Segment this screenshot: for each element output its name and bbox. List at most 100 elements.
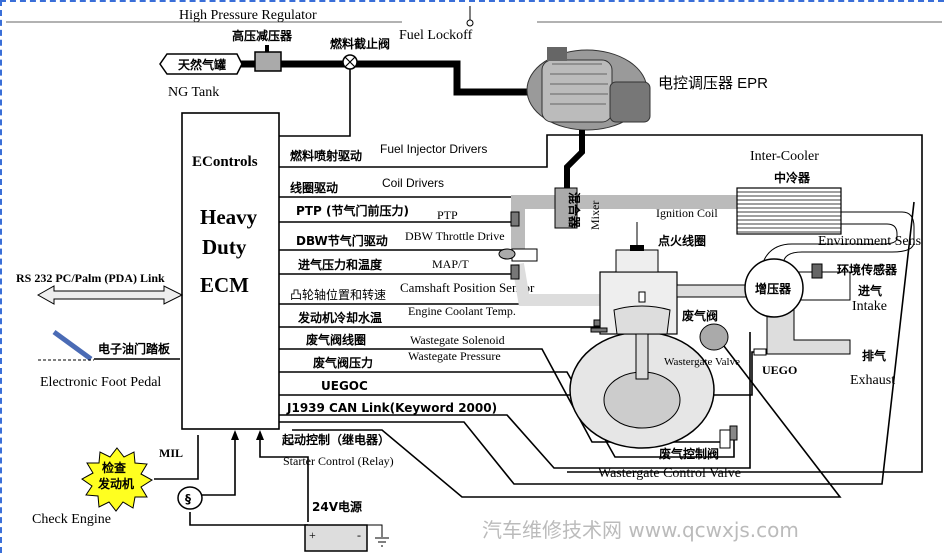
ecm-box <box>181 112 280 430</box>
throttle-motor-icon <box>498 248 516 260</box>
check-engine-cn-1: 检查 <box>102 460 127 475</box>
arrow-up-icon <box>256 430 264 440</box>
mil-wire <box>154 435 199 480</box>
check-engine-icon <box>81 447 153 512</box>
wastegate-cn-label: 废气阀 <box>682 308 718 323</box>
epr-label: 电控调压器 EPR <box>658 75 768 92</box>
signal-cn-label: UEGOC <box>321 379 368 393</box>
engine-icon <box>569 222 715 449</box>
battery-icon <box>304 524 368 552</box>
battery-minus: - <box>357 528 361 542</box>
key-switch-icon <box>177 486 203 510</box>
signal-cn-label: 废气阀压力 <box>313 355 373 370</box>
mixer-cn-label: 混合器 <box>567 192 582 229</box>
signal-cn-label: 废气阀线圈 <box>306 332 366 347</box>
exhaust-manifold <box>676 284 748 298</box>
ptp-sensor-icon <box>510 211 520 227</box>
map-sensor-icon <box>510 264 520 280</box>
rs232-arrow-icon <box>36 285 184 305</box>
wg-control-valve-icon <box>719 429 731 449</box>
signal-en-label: Coil Drivers <box>382 176 444 190</box>
uego-label: UEGO <box>762 363 797 377</box>
regulator-icon <box>254 51 282 72</box>
signal-en-label: Engine Coolant Temp. <box>408 304 516 318</box>
ground-icon <box>375 537 389 547</box>
watermark: 汽车维修技术网 www.qcwxjs.com <box>482 518 799 542</box>
ng-tank-label: NG Tank <box>168 85 219 100</box>
regulator-stem <box>265 45 269 52</box>
uego-sensor-icon <box>753 348 767 356</box>
regulator-cn-label: 高压减压器 <box>232 28 293 43</box>
signal-cn-label: 起动控制（继电器） <box>281 432 390 447</box>
mixer-icon <box>554 187 578 229</box>
signal-wire <box>279 371 735 458</box>
signal-en-label: Camshaft Position Sensor <box>400 280 535 295</box>
signal-en-label: Wastegate Solenoid <box>410 333 505 347</box>
signal-cn-label: 进气压力和温度 <box>298 257 383 272</box>
manifold <box>512 263 600 306</box>
battery-wire <box>189 512 308 526</box>
throttle-icon <box>511 248 538 262</box>
signal-en-label: Starter Control (Relay) <box>283 454 394 468</box>
wg-control-solenoid-icon <box>729 425 738 441</box>
intercooler-cn-label: 中冷器 <box>774 170 811 185</box>
signal-en-label: Fuel Injector Drivers <box>380 142 487 156</box>
signal-cn-label: 线圈驱动 <box>290 180 338 195</box>
signal-cn-label: 发动机冷却水温 <box>297 310 382 325</box>
key-switch-glyph: § <box>185 492 191 506</box>
signal-cn-label: 燃料喷射驱动 <box>290 148 362 163</box>
wastegate-icon <box>699 323 729 351</box>
wg-control-cn-label: 废气控制阀 <box>659 446 719 461</box>
check-engine-label: Check Engine <box>32 512 111 527</box>
signal-en-label: DBW Throttle Drive <box>405 229 505 243</box>
signal-cn-label: J1939 CAN Link(Keyword 2000) <box>286 401 497 415</box>
intake-cn-label: 进气 <box>858 283 882 298</box>
battery-plus: + <box>309 528 316 542</box>
fuel-lockoff-label: Fuel Lockoff <box>399 28 473 43</box>
power-label: 24V电源 <box>312 499 362 514</box>
signal-wire <box>292 336 842 498</box>
lockoff-cn-label: 燃料截止阀 <box>330 36 390 51</box>
signal-wire <box>279 332 751 469</box>
signal-en-label: PTP <box>437 208 458 222</box>
ecm-title-2: Duty <box>202 235 247 259</box>
starter-wire <box>259 439 309 522</box>
wastegate-valve-label: Wastergate Valve <box>664 356 740 368</box>
exhaust-cn-label: 排气 <box>862 348 886 363</box>
intercooler-label: Inter-Cooler <box>750 149 819 164</box>
pedal-icon <box>52 329 93 362</box>
ground-wire <box>362 524 383 537</box>
signal-cn-label: PTP (节气门前压力) <box>296 203 409 218</box>
ecm-title-1: Heavy <box>200 205 258 229</box>
arrow-up-icon <box>231 430 239 440</box>
pedal-label: Electronic Foot Pedal <box>40 375 161 390</box>
wg-control-label: Wastergate Control Valve <box>598 466 741 481</box>
signal-en-label: MAP/T <box>432 257 469 271</box>
ecm-brand: EControls <box>192 154 258 170</box>
turbo-cn-label: 增压器 <box>755 281 792 296</box>
rs232-label: RS 232 PC/Palm (PDA) Link <box>16 271 165 285</box>
intercooler-icon <box>736 187 842 235</box>
high-pressure-regulator-label: High Pressure Regulator <box>179 8 317 23</box>
ecm-title-3: ECM <box>200 273 249 297</box>
intake-label: Intake <box>852 299 887 314</box>
ng-tank-cn-label: 天然气罐 <box>178 57 226 72</box>
signal-wire <box>279 201 915 485</box>
epr-icon <box>526 47 651 131</box>
intercooler-pipe <box>763 223 898 261</box>
key-wire <box>202 438 236 496</box>
pedal-cn-label: 电子油门踏板 <box>98 341 171 356</box>
exhaust-label: Exhaust <box>850 373 895 388</box>
ignition-coil-label: Ignition Coil <box>656 206 718 220</box>
signal-cn-label: DBW节气门驱动 <box>296 233 388 248</box>
turbo-icon <box>744 258 804 318</box>
epr-hose <box>564 130 585 188</box>
lockoff-wire <box>279 69 351 137</box>
check-engine-cn-2: 发动机 <box>97 476 134 491</box>
env-sensor-cn-label: 环境传感器 <box>837 262 898 277</box>
signal-en-label: Wastegate Pressure <box>408 349 501 363</box>
mil-label: MIL <box>159 446 183 460</box>
ng-tank-icon <box>159 53 243 75</box>
